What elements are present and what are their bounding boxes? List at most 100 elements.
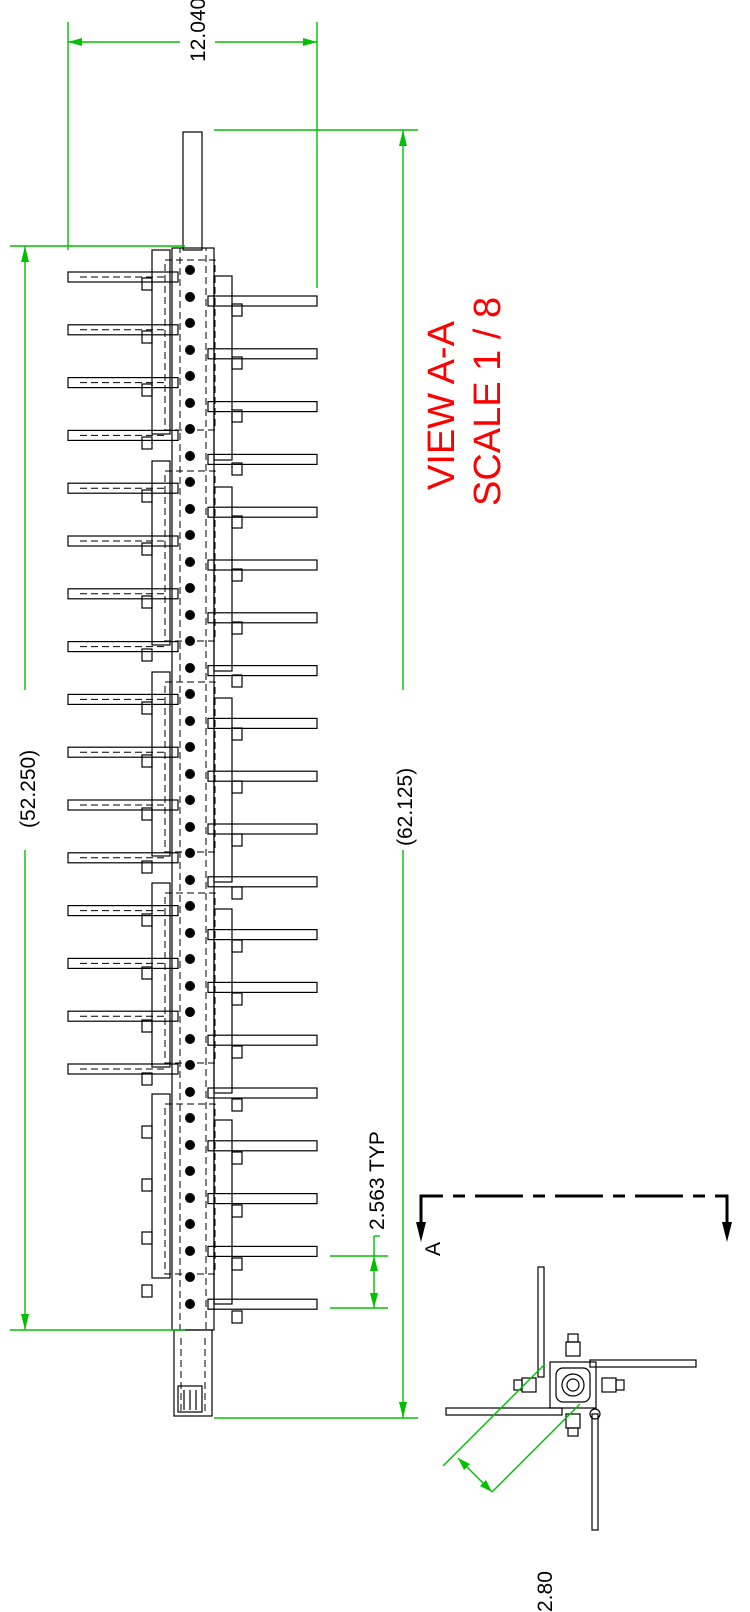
view-label: VIEW A-A SCALE 1 / 8 bbox=[421, 297, 509, 506]
tine-right bbox=[207, 401, 318, 413]
dim-arrow bbox=[21, 246, 29, 262]
tine-right bbox=[207, 348, 318, 360]
tine-left bbox=[67, 429, 179, 441]
bolt-head-right bbox=[231, 1257, 243, 1271]
end-view-visible: 2.80 bbox=[442, 1266, 697, 1612]
bolt bbox=[185, 1034, 195, 1044]
bolt bbox=[185, 477, 195, 487]
bolt-head-left bbox=[141, 330, 153, 344]
bracket-right bbox=[213, 275, 233, 461]
bolts bbox=[141, 265, 243, 1324]
bolt bbox=[185, 689, 195, 699]
bolt bbox=[185, 769, 195, 779]
bolt-head-left bbox=[141, 277, 153, 291]
bolt bbox=[185, 1219, 195, 1229]
tine-right bbox=[207, 559, 318, 571]
bolt-head-right bbox=[231, 1098, 243, 1112]
bolt bbox=[185, 716, 195, 726]
bolt-head-left bbox=[141, 1284, 153, 1298]
bolt bbox=[185, 954, 195, 964]
bolt bbox=[185, 424, 195, 434]
bolt-head-left bbox=[141, 966, 153, 980]
shaft-top-end bbox=[182, 131, 203, 251]
bolt-head-right bbox=[231, 409, 243, 423]
tine-left bbox=[67, 799, 179, 811]
bolt-head-left bbox=[141, 595, 153, 609]
bolt bbox=[185, 1087, 195, 1097]
bolt-head-right bbox=[231, 833, 243, 847]
bolt bbox=[185, 530, 195, 540]
dim-arrow bbox=[21, 1314, 29, 1330]
bolt bbox=[185, 1007, 195, 1017]
tine-left bbox=[67, 957, 179, 970]
bolt bbox=[185, 636, 195, 646]
bolt-head-left bbox=[141, 1019, 153, 1033]
tine-right bbox=[207, 876, 318, 888]
dim-arrow bbox=[399, 130, 407, 146]
bolt-head-right bbox=[231, 939, 243, 953]
tine-right bbox=[207, 1087, 318, 1099]
bracket-right bbox=[213, 697, 233, 883]
bolt-head-right bbox=[231, 356, 243, 370]
bolt-head-left bbox=[141, 701, 153, 715]
bolt-head-left bbox=[141, 754, 153, 768]
bolt bbox=[185, 265, 195, 275]
tine-left bbox=[67, 271, 179, 283]
tine-left bbox=[67, 746, 179, 758]
view-title: VIEW A-A bbox=[421, 320, 463, 490]
bolt-head-left bbox=[141, 489, 153, 503]
dim-arrow bbox=[68, 38, 82, 46]
bolt bbox=[185, 822, 195, 832]
tine-left bbox=[67, 588, 179, 600]
bolt-head-left bbox=[141, 860, 153, 874]
bolt bbox=[185, 1272, 195, 1282]
bolt bbox=[185, 292, 195, 302]
bolt bbox=[185, 504, 195, 514]
bolt-head-right bbox=[231, 1204, 243, 1218]
bolt bbox=[185, 1140, 195, 1150]
bolt bbox=[185, 901, 195, 911]
tine-right bbox=[207, 823, 318, 835]
bolt-head-left bbox=[141, 648, 153, 662]
tine-left bbox=[67, 535, 179, 547]
tine-left bbox=[67, 482, 179, 494]
bolt bbox=[185, 1193, 195, 1203]
bolt bbox=[185, 848, 195, 858]
bolt bbox=[185, 371, 195, 381]
tine-right bbox=[207, 664, 318, 677]
bolt bbox=[185, 1246, 195, 1256]
tine-left bbox=[67, 904, 179, 917]
bolt bbox=[185, 345, 195, 355]
dim-arrow bbox=[303, 38, 317, 46]
tine-right bbox=[207, 612, 318, 624]
tine-right bbox=[207, 981, 318, 994]
view-scale: SCALE 1 / 8 bbox=[467, 297, 509, 506]
bolt bbox=[185, 795, 195, 805]
tine-right bbox=[207, 1298, 318, 1310]
dim-arrow bbox=[370, 1256, 378, 1271]
bolt-head-right bbox=[231, 727, 243, 741]
bracket-right bbox=[213, 486, 233, 672]
bolt-head-right bbox=[231, 568, 243, 582]
tine-left bbox=[67, 693, 179, 706]
bolt bbox=[185, 451, 195, 461]
bolt-head-left bbox=[141, 807, 153, 821]
tines bbox=[67, 271, 318, 1310]
bolt-head-right bbox=[231, 992, 243, 1006]
bolt bbox=[185, 583, 195, 593]
bolt-head-right bbox=[231, 621, 243, 635]
bracket-left bbox=[151, 1093, 171, 1279]
bolt-head-left bbox=[141, 1072, 153, 1086]
section-marker-label: A bbox=[422, 1242, 445, 1256]
bracket-left bbox=[151, 249, 171, 435]
bolt bbox=[185, 557, 195, 567]
bolt-head-left bbox=[141, 542, 153, 556]
dim-offset-label: 2.80 bbox=[534, 1571, 557, 1612]
tine-right bbox=[207, 928, 318, 941]
drawing-geometry bbox=[67, 131, 318, 1417]
bolt-head-right bbox=[231, 1151, 243, 1165]
dim-arrow bbox=[399, 1402, 407, 1418]
section-line-a-a: A bbox=[416, 1194, 732, 1256]
tine-right bbox=[207, 506, 318, 518]
bolt bbox=[185, 981, 195, 991]
